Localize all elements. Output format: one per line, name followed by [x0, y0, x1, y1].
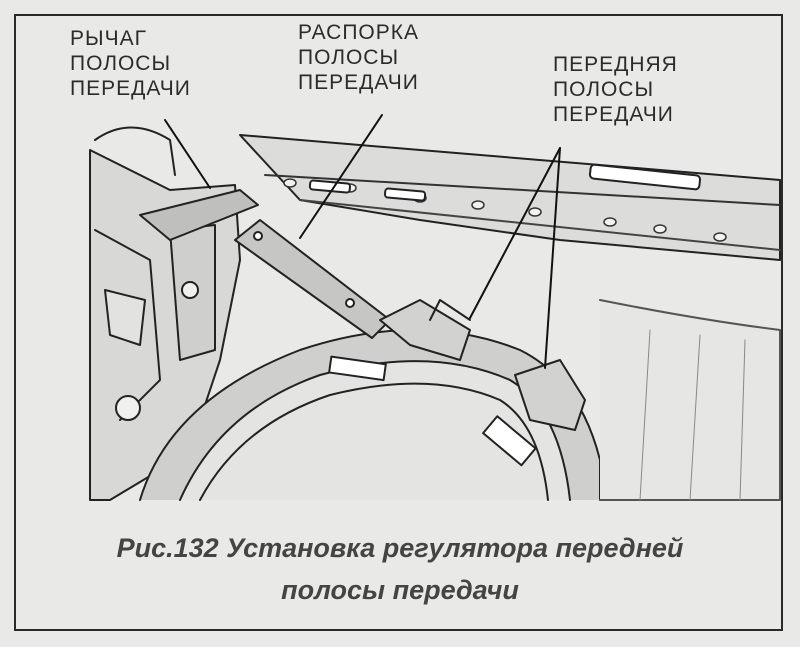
- callout-front-band: ПЕРЕДНЯЯ ПОЛОСЫ ПЕРЕДАЧИ: [553, 52, 678, 127]
- figure-caption-line2: полосы передачи: [281, 575, 519, 605]
- figure-caption-line1: Рис.132 Установка регулятора передней: [116, 533, 684, 563]
- callout-lever-line3: ПЕРЕДАЧИ: [70, 77, 191, 100]
- leader-lever: [164, 119, 211, 189]
- drum-clip-1: [328, 355, 387, 382]
- callout-front-line3: ПЕРЕДАЧИ: [553, 103, 674, 126]
- transmission-band-illustration: [89, 114, 781, 501]
- leader-front-2: [544, 147, 561, 369]
- band-lever-arm: [139, 189, 259, 241]
- front-band-end: [379, 299, 471, 361]
- callout-strut-line3: ПЕРЕДАЧИ: [298, 71, 419, 94]
- callout-band-lever: РЫЧАГ ПОЛОСЫ ПЕРЕДАЧИ: [70, 26, 191, 101]
- callout-front-line1: ПЕРЕДНЯЯ: [553, 53, 678, 76]
- case-bolt-1: [115, 395, 141, 421]
- callout-lever-line1: РЫЧАГ: [70, 27, 147, 50]
- leader-lines: [164, 114, 561, 369]
- callout-strut-line2: ПОЛОСЫ: [298, 46, 400, 69]
- front-band-bracket: [514, 359, 586, 431]
- callout-band-strut: РАСПОРКА ПОЛОСЫ ПЕРЕДАЧИ: [298, 20, 419, 95]
- callout-strut-line1: РАСПОРКА: [298, 21, 419, 44]
- cover-slot-2: [383, 187, 427, 202]
- figure-frame: [14, 14, 783, 631]
- cover-slot-3: [588, 163, 702, 191]
- callout-front-line2: ПОЛОСЫ: [553, 78, 655, 101]
- leader-front-1: [469, 147, 561, 319]
- cover-slot-1: [308, 179, 352, 194]
- case-bolt-2: [181, 281, 199, 299]
- leader-strut: [299, 114, 383, 239]
- drum-clip-2: [482, 415, 537, 467]
- callout-lever-line2: ПОЛОСЫ: [70, 52, 172, 75]
